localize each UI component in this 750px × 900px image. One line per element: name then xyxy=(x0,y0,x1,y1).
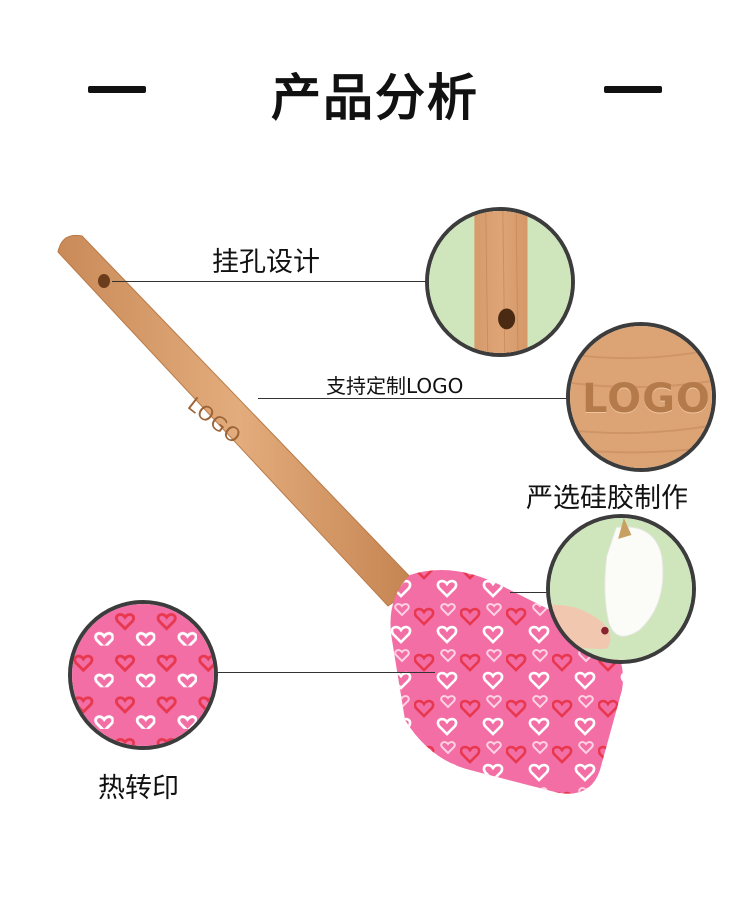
title-dash-right xyxy=(604,86,662,93)
silicone-line xyxy=(510,592,550,593)
wooden-handle xyxy=(57,234,419,607)
title-dash-left xyxy=(88,86,146,93)
hanging-hole-label: 挂孔设计 xyxy=(212,247,320,278)
custom-logo-label: 支持定制LOGO xyxy=(326,374,464,398)
heat-transfer-line xyxy=(215,672,435,673)
silicone-detail xyxy=(546,514,696,664)
custom-logo-detail: LOGO xyxy=(566,322,716,472)
heat-transfer-label: 热转印 xyxy=(98,773,179,804)
hanging-hole-line xyxy=(112,281,428,282)
hanging-hole-detail xyxy=(425,207,575,357)
custom-logo-text: LOGO xyxy=(582,376,711,422)
page-title: 产品分析 xyxy=(271,69,479,127)
silicone-label: 严选硅胶制作 xyxy=(526,483,688,514)
hanging-hole xyxy=(98,274,110,288)
heat-transfer-detail xyxy=(68,600,218,750)
custom-logo-line xyxy=(258,398,570,399)
